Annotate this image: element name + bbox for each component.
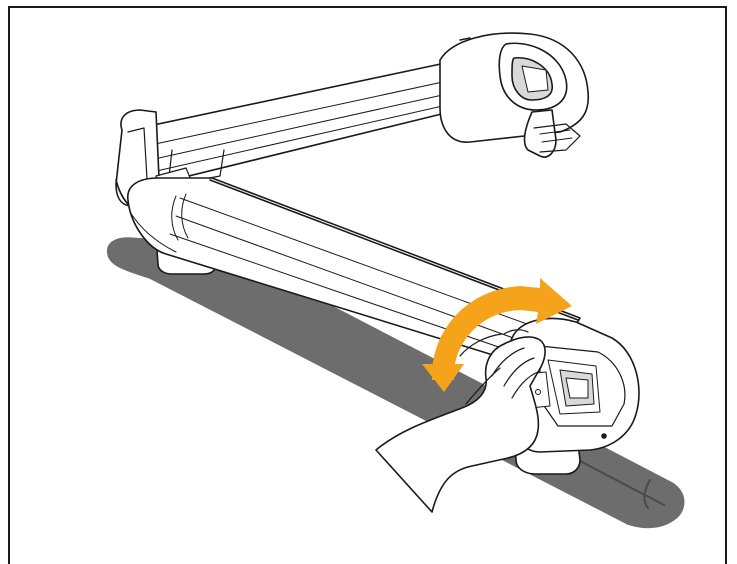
- rotation-arrow: [422, 278, 572, 392]
- upper-clamp-arm: [129, 61, 467, 187]
- upper-arm-end-cap: [439, 32, 590, 158]
- hand-illustration: [375, 329, 546, 513]
